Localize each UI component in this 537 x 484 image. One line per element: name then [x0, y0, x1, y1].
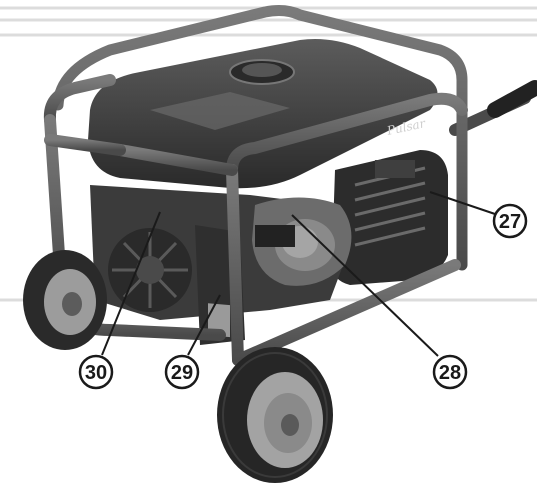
engine [90, 185, 352, 345]
callout-27: 27 [429, 191, 528, 239]
callout-30: 30 [78, 211, 161, 390]
callout-29-label: 29 [171, 362, 193, 384]
frame-front [43, 74, 468, 366]
alternator [331, 150, 448, 285]
callout-30-label: 30 [85, 362, 107, 384]
callout-27-label: 27 [499, 211, 521, 233]
front-wheel [217, 347, 333, 483]
callout-28: 28 [291, 214, 468, 390]
fuel-tank: Pulsar [88, 39, 438, 189]
callout-29: 29 [164, 294, 221, 390]
callout-28-label: 28 [439, 362, 461, 384]
rear-wheel [23, 250, 107, 350]
